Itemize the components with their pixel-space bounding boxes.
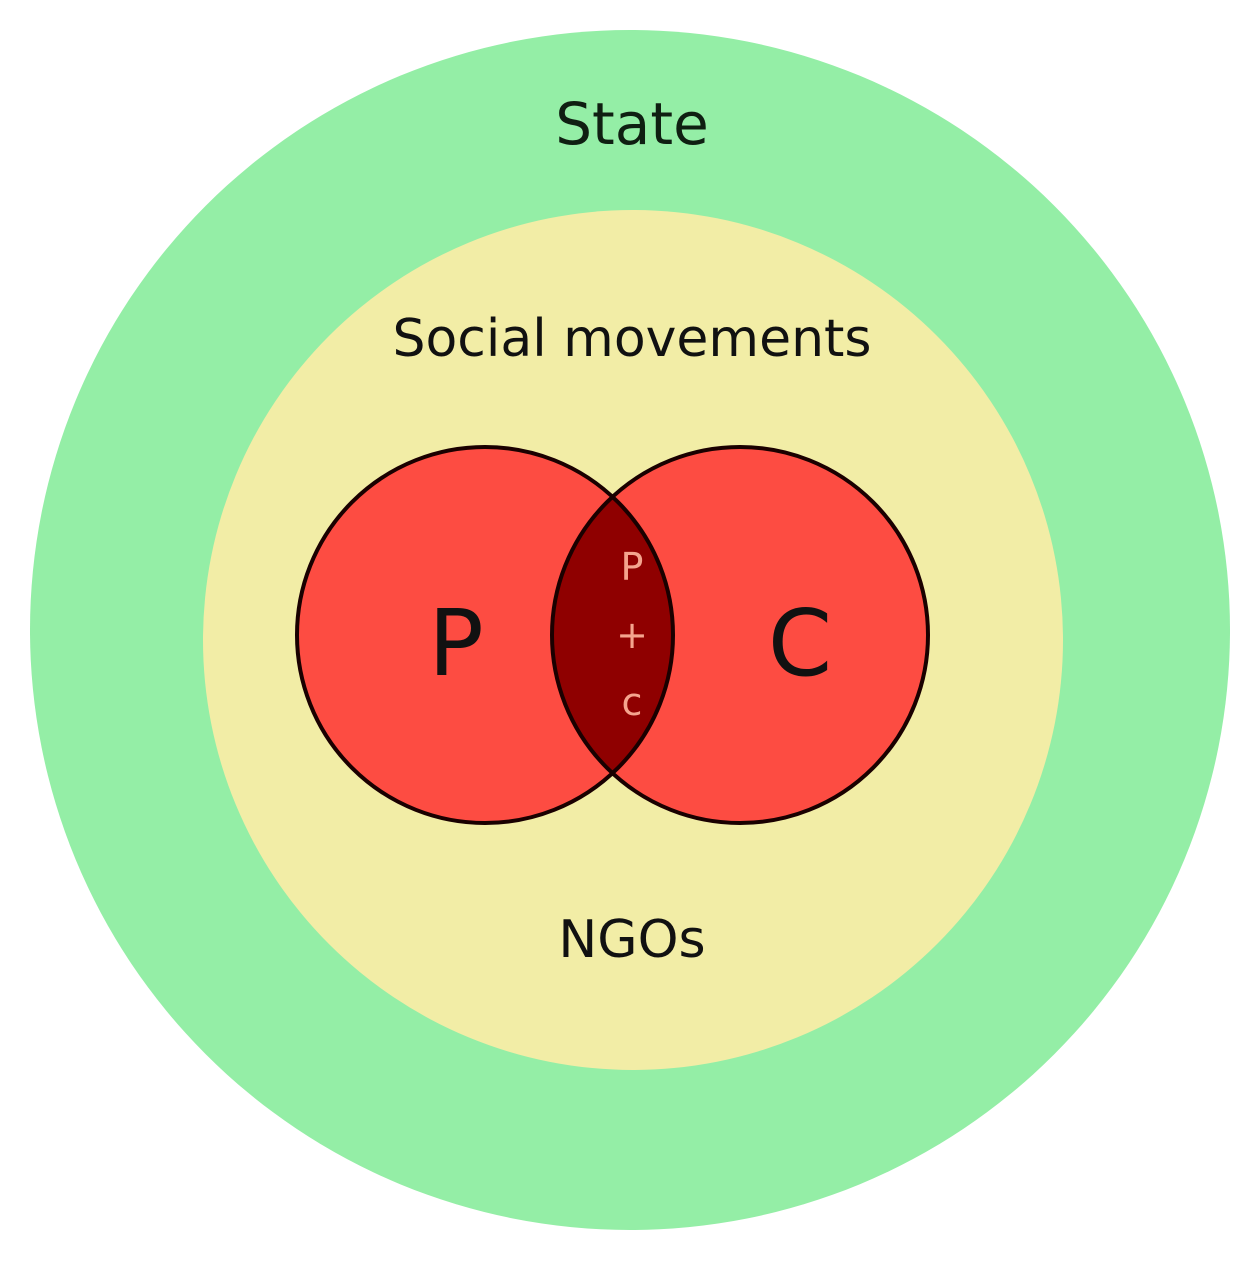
ngos-label: NGOs bbox=[558, 910, 705, 970]
venn-right-label: C bbox=[768, 590, 832, 697]
social-movements-label: Social movements bbox=[392, 309, 871, 369]
overlap-line-2: + bbox=[616, 613, 648, 657]
venn-outline-c bbox=[550, 445, 930, 825]
venn-left-label: P bbox=[428, 590, 483, 697]
overlap-line-3: c bbox=[622, 680, 643, 724]
state-label: State bbox=[555, 90, 709, 158]
overlap-line-1: P bbox=[621, 545, 644, 589]
venn-outline-p bbox=[295, 445, 675, 825]
